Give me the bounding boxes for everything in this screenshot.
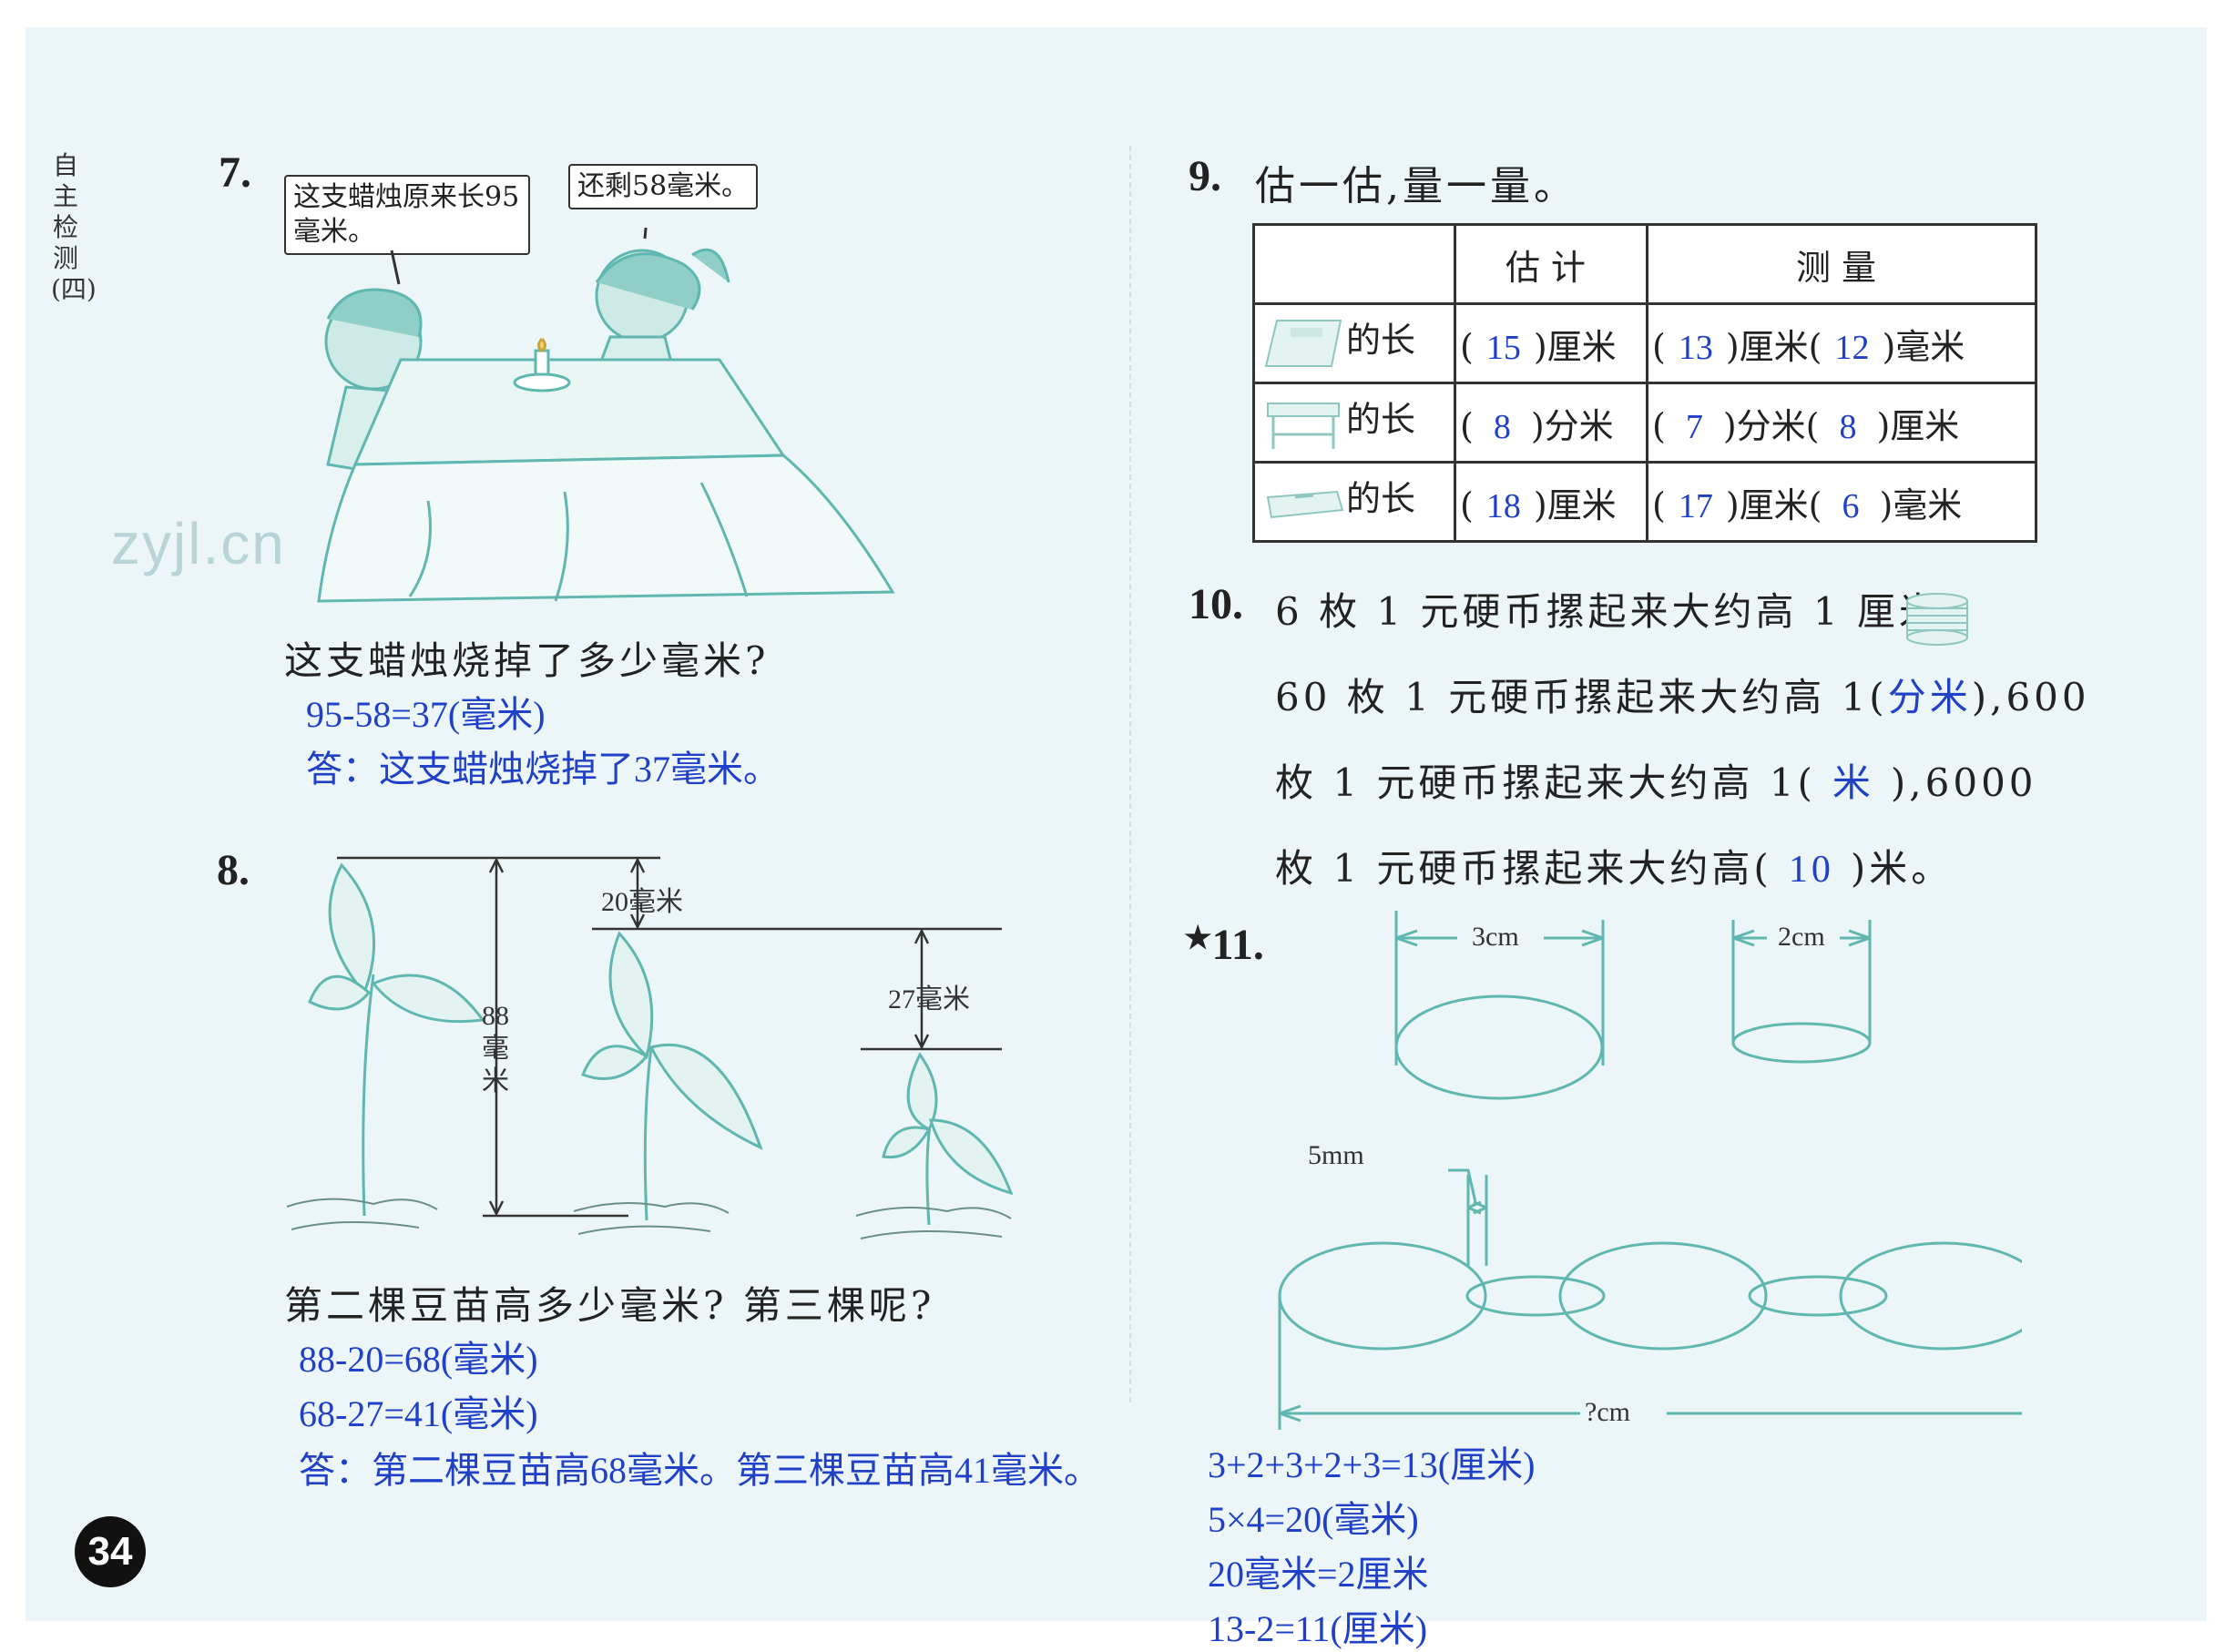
q9-row-label: 的长 (1252, 302, 1456, 384)
q10-line-4-text: 枚 1 元硬币摞起来大约高( (1275, 846, 1772, 891)
q7-number: 7. (219, 148, 251, 197)
q9-estimate-cell: (15)厘米 (1454, 302, 1648, 384)
q9-header-empty (1252, 223, 1456, 305)
book-icon (1264, 320, 1342, 367)
q9-measure-value-1: 13 (1678, 328, 1713, 367)
q9-measure-cell: (7)分米(8)厘米 (1646, 382, 2037, 464)
q11-answer-line-3: 20毫米=2厘米 (1208, 1554, 1429, 1595)
q9-measure-value-1: 17 (1678, 486, 1713, 525)
q7-answer-line-1: 95-58=37(毫米) (306, 694, 546, 735)
q7-girl-speech-bubble: 还剩58毫米。 (568, 164, 759, 209)
q8-question: 第二棵豆苗高多少毫米? 第三棵呢? (284, 1283, 935, 1328)
q11-answer-line-4: 13-2=11(厘米) (1208, 1608, 1428, 1649)
q9-measure-value-2: 6 (1842, 486, 1860, 525)
page-number: 34 (75, 1516, 146, 1587)
q10-line-2: 60 枚 1 元硬币摞起来大约高 1(分米),600 (1275, 667, 2090, 722)
q8-sprouts-diagram (286, 856, 1014, 1239)
q9-item-text: 的长 (1346, 399, 1416, 440)
q11-label-5mm: 5mm (1308, 1140, 1364, 1170)
q10-line-3-text: 枚 1 元硬币摞起来大约高 1( (1275, 760, 1816, 805)
q9-measure-value-2: 12 (1834, 328, 1870, 367)
q10-line-1: 6 枚 1 元硬币摞起来大约高 1 厘米, (1275, 589, 1957, 634)
q10-line-4: 枚 1 元硬币摞起来大约高( 10 )米。 (1275, 838, 1953, 893)
q8-label-27mm: 27毫米 (888, 984, 970, 1015)
q8-answer-line-3: 答：第二棵豆苗高68毫米。第三棵豆苗高41毫米。 (299, 1450, 1100, 1491)
star-icon: ★ (1184, 922, 1212, 955)
q11-number: ★11. (1184, 920, 1264, 970)
q9-item-text: 的长 (1346, 478, 1416, 519)
q9-measure-value-2: 8 (1839, 407, 1857, 446)
q9-measure-unit-1: )分米( (1722, 405, 1820, 446)
q8-label-20mm: 20毫米 (601, 887, 683, 917)
q8-number: 8. (217, 846, 250, 894)
q7-answer-line-2: 答：这支蜡烛烧掉了37毫米。 (306, 749, 780, 790)
q11-label-3cm: 3cm (1472, 922, 1519, 952)
q11-label-2cm: 2cm (1778, 922, 1825, 952)
q9-item-text: 的长 (1346, 320, 1416, 361)
q9-estimate-cell: (8)分米 (1454, 382, 1648, 464)
q8-answer-line-2: 68-27=41(毫米) (299, 1393, 538, 1434)
q11-number-text: 11. (1211, 921, 1264, 969)
q9-estimate-cell: (18)厘米 (1454, 461, 1648, 543)
q9-estimate-value: 8 (1493, 407, 1511, 446)
q8-label-88mm: 88毫米 (482, 1001, 509, 1096)
coin-stack-icon (1906, 593, 1968, 646)
q7-boy-speech-bubble: 这支蜡烛原来长95毫米。 (284, 175, 530, 255)
q11-answer-line-1: 3+2+3+2+3=13(厘米) (1208, 1444, 1536, 1485)
q9-estimate-unit: )厘米 (1533, 484, 1617, 525)
q10-answer-3: 10 (1788, 849, 1834, 891)
q9-measure-unit-2: )厘米 (1876, 405, 1960, 446)
q9-row-label: 的长 (1252, 382, 1456, 464)
q9-measure-unit-2: )毫米 (1879, 484, 1963, 525)
q9-table: 估计 测量 的长 (15)厘米 (13)厘米(12)毫米 的长 (8)分米 (7… (1252, 223, 2037, 543)
q10-answer-2: 米 (1832, 763, 1874, 805)
q10-line-2-tail: ),600 (1971, 675, 2090, 719)
q9-measure-unit-1: )厘米( (1725, 326, 1822, 367)
q9-row-book: 的长 (15)厘米 (13)厘米(12)毫米 (1252, 302, 2037, 384)
q9-header-measure: 测量 (1646, 223, 2037, 305)
q9-header-estimate: 估计 (1454, 223, 1648, 305)
q9-header-row: 估计 测量 (1252, 223, 2037, 305)
desk-icon (1267, 403, 1340, 449)
center-divider (1129, 146, 1131, 1402)
q10-line-4-tail: )米。 (1850, 846, 1954, 891)
q9-estimate-unit: )厘米 (1533, 326, 1617, 367)
q9-measure-cell: (17)厘米(6)毫米 (1646, 461, 2037, 543)
q8-answer-line-1: 88-20=68(毫米) (299, 1339, 538, 1380)
q10-line-3: 枚 1 元硬币摞起来大约高 1( 米 ),6000 (1275, 752, 2037, 808)
q10-line-3-tail: ),6000 (1890, 760, 2037, 805)
q7-illustration (317, 228, 895, 603)
pencil-box-icon (1266, 490, 1344, 519)
q9-estimate-value: 15 (1485, 328, 1521, 367)
side-section-label: 自主检测(四) (51, 150, 97, 304)
q10-line-2-text: 60 枚 1 元硬币摞起来大约高 1( (1275, 675, 1888, 719)
q11-answer-line-2: 5×4=20(毫米) (1208, 1499, 1419, 1540)
q9-estimate-value: 18 (1485, 486, 1521, 525)
q9-measure-value-1: 7 (1685, 407, 1703, 446)
q10-answer-1: 分米 (1887, 678, 1972, 719)
q11-chain-diagram (1278, 911, 2022, 1430)
q9-measure-cell: (13)厘米(12)毫米 (1646, 302, 2037, 384)
q10-number: 10. (1189, 580, 1243, 628)
q9-measure-unit-2: )毫米 (1882, 326, 1965, 367)
q9-title: 估一估,量一量。 (1255, 163, 1577, 209)
q9-row-eraser: 的长 (18)厘米 (17)厘米(6)毫米 (1252, 461, 2037, 543)
watermark: zyjl.cn (111, 511, 286, 576)
q9-row-desk: 的长 (8)分米 (7)分米(8)厘米 (1252, 382, 2037, 464)
q7-question: 这支蜡烛烧掉了多少毫米? (284, 638, 770, 683)
q9-measure-unit-1: )厘米( (1725, 484, 1822, 525)
q9-estimate-unit: )分米 (1530, 405, 1614, 446)
q9-number: 9. (1189, 152, 1221, 200)
q11-label-total: ?cm (1585, 1397, 1630, 1427)
q9-row-label: 的长 (1252, 461, 1456, 543)
